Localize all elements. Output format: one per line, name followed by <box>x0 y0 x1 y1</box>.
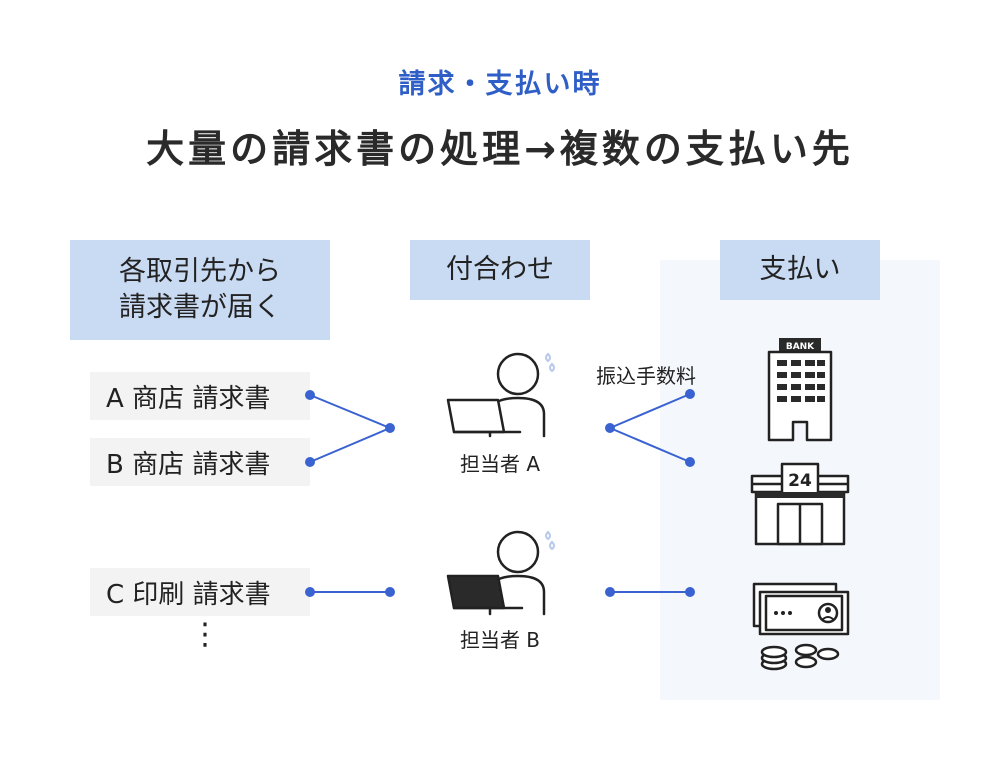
connector-dot <box>305 457 315 467</box>
coin-stack-icon <box>760 643 840 671</box>
bank-sign: BANK <box>786 342 815 352</box>
connector-dot <box>305 587 315 597</box>
person-laptop-icon <box>446 530 555 616</box>
invoice-item-b: B 商店 請求書 <box>90 438 310 486</box>
staff-b-label: 担当者 B <box>459 628 541 652</box>
staff-a-label: 担当者 A <box>459 452 541 476</box>
cash-and-coins-icon <box>752 582 850 671</box>
sweat-drop-icon <box>545 352 555 373</box>
store-sign: 24 <box>788 471 812 491</box>
connector-dot <box>685 389 695 399</box>
connector-a-to-staff-a <box>309 394 391 429</box>
connector-dot <box>605 587 615 597</box>
connector-staff-a-to-store <box>609 427 691 463</box>
connector-dot <box>385 587 395 597</box>
connector-staff-a-to-bank <box>609 393 691 429</box>
invoice-item-c: C 印刷 請求書 <box>90 568 310 616</box>
connector-b-to-staff-a <box>309 427 391 463</box>
senders-header-line1: 各取引先から <box>119 255 281 287</box>
connector-dot <box>685 457 695 467</box>
transfer-fee-label: 振込手数料 <box>596 364 696 388</box>
page-subtitle: 請求・支払い時 <box>398 69 602 100</box>
invoice-item-a: A 商店 請求書 <box>90 372 310 420</box>
connector-dot <box>605 423 615 433</box>
page-title: 大量の請求書の処理→複数の支払い先 <box>146 127 854 171</box>
bank-building-icon: BANK <box>767 338 833 442</box>
connector-dot <box>385 423 395 433</box>
senders-header-line2: 請求書が届く <box>119 292 281 323</box>
connector-dot <box>305 390 315 400</box>
payment-header: 支払い <box>720 240 880 300</box>
matching-header: 付合わせ <box>410 240 590 300</box>
sweat-drop-icon <box>545 530 555 551</box>
person-laptop-icon <box>446 352 555 438</box>
connector-dot <box>685 587 695 597</box>
senders-header: 各取引先から 請求書が届く <box>70 240 330 340</box>
convenience-store-icon: 24 <box>750 462 850 546</box>
